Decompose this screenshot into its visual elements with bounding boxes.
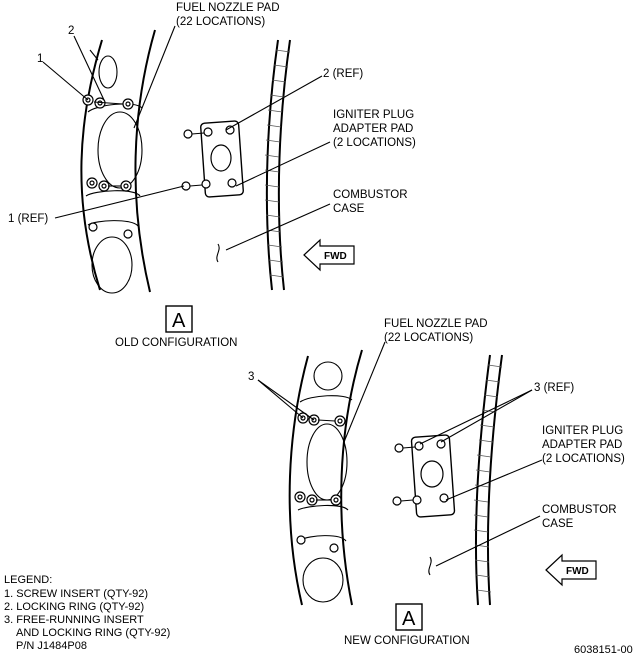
new-igniter-plug-label-line2: ADAPTER PAD [542, 439, 622, 451]
new-item-3-ref-label: 3 (REF) [534, 382, 574, 394]
figure-number: 6038151-00 [574, 644, 633, 656]
new-view-box [395, 603, 423, 631]
new-igniter-adapter-pad [392, 434, 456, 518]
new-view-letter: A [402, 608, 416, 630]
old-view-letter: A [172, 310, 186, 332]
new-igniter-plug-label-line3: (2 LOCATIONS) [542, 453, 625, 465]
old-combustor-case-label-line1: COMBUSTOR [333, 189, 408, 201]
new-igniter-plug-label-line1: IGNITER PLUG [542, 425, 623, 437]
legend-item: 3. FREE-RUNNING INSERT [4, 614, 144, 626]
old-fuel-nozzle-ring [80, 29, 156, 294]
old-combustor-case-label-line2: CASE [333, 203, 365, 215]
old-ring-fasteners [82, 94, 134, 192]
new-configuration-view: FUEL NOZZLE PAD (22 LOCATIONS) 3 3 (REF)… [248, 318, 625, 647]
legend-title: LEGEND: [4, 574, 52, 586]
legend-item: AND LOCKING RING (QTY-92) [16, 627, 170, 639]
old-combustor-case [264, 39, 291, 291]
old-item-1-label: 1 [37, 53, 43, 65]
old-igniter-adapter-pad [181, 120, 244, 198]
legend: LEGEND: 1. SCREW INSERT (QTY-92) 2. LOCK… [4, 574, 170, 652]
old-configuration-view: FUEL NOZZLE PAD (22 LOCATIONS) 2 1 2 (RE… [8, 2, 416, 349]
old-igniter-plug-label-line1: IGNITER PLUG [333, 109, 414, 121]
new-combustor-case-label-line2: CASE [542, 518, 574, 530]
old-fwd-arrow: FWD [303, 238, 355, 272]
new-leader-lines [257, 341, 543, 567]
new-fwd-label: FWD [566, 566, 589, 577]
old-view-box [165, 305, 193, 333]
new-fuel-nozzle-pad-label-line2: (22 LOCATIONS) [384, 332, 473, 344]
old-item-1-ref-label: 1 (REF) [8, 213, 48, 225]
legend-item: P/N J1484P08 [16, 640, 87, 652]
new-fuel-nozzle-ring [288, 349, 363, 606]
old-igniter-plug-label-line2: ADAPTER PAD [333, 123, 413, 135]
old-case-squiggle-icon [216, 243, 220, 263]
old-fwd-label: FWD [324, 251, 347, 262]
legend-item: 1. SCREW INSERT (QTY-92) [4, 588, 148, 600]
new-fwd-arrow: FWD [545, 553, 597, 587]
old-leader-lines [42, 25, 331, 251]
new-combustor-case [473, 354, 503, 606]
new-case-squiggle-icon [428, 556, 432, 576]
old-configuration-caption: OLD CONFIGURATION [115, 337, 237, 349]
old-fuel-nozzle-pad-label-line1: FUEL NOZZLE PAD [176, 2, 280, 14]
old-igniter-plug-label-line3: (2 LOCATIONS) [333, 137, 416, 149]
old-item-2-label: 2 [68, 25, 74, 37]
new-item-3-label: 3 [248, 371, 254, 383]
new-fuel-nozzle-pad-label-line1: FUEL NOZZLE PAD [384, 318, 488, 330]
new-configuration-caption: NEW CONFIGURATION [344, 635, 470, 647]
new-combustor-case-label-line1: COMBUSTOR [542, 504, 617, 516]
old-item-2-ref-label: 2 (REF) [323, 68, 363, 80]
old-fuel-nozzle-pad-label-line2: (22 LOCATIONS) [176, 16, 265, 28]
legend-item: 2. LOCKING RING (QTY-92) [4, 601, 144, 613]
